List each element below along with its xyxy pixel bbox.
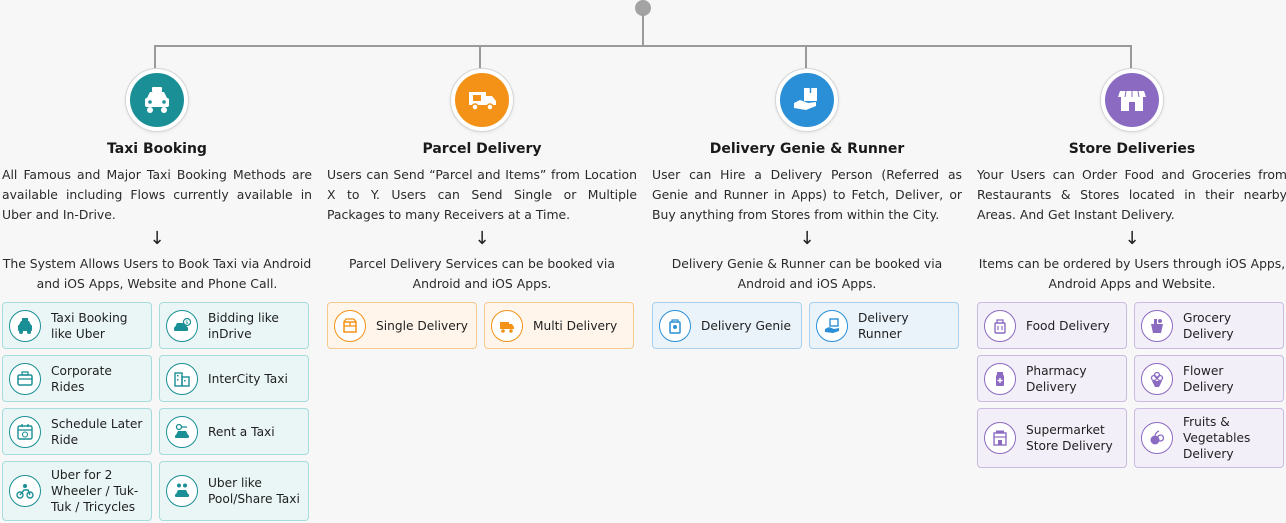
item-uber-like-pool-share-taxi[interactable]: Uber like Pool/Share Taxi [159,461,309,521]
item-schedule-later-ride[interactable]: Schedule Later Ride [2,408,152,455]
hand-package-icon [780,73,834,127]
item-flower-delivery[interactable]: Flower Delivery [1134,355,1284,402]
svg-text:$: $ [185,320,188,326]
column-taxi-booking: Taxi Booking All Famous and Major Taxi B… [2,0,312,523]
item-bidding-like-indrive[interactable]: $ Bidding like inDrive [159,302,309,349]
item-label: InterCity Taxi [208,371,288,386]
storefront-icon [1105,73,1159,127]
parcel-delivery-badge [450,68,514,132]
column-description: Users can Send “Parcel and Items” from L… [327,167,637,222]
item-supermarket-store-delivery[interactable]: Supermarket Store Delivery [977,408,1127,468]
food-icon [984,309,1016,342]
item-label: Multi Delivery [533,318,618,333]
item-delivery-genie[interactable]: Delivery Genie [652,302,802,349]
item-label: Supermarket Store Delivery [1026,423,1113,453]
genie-bag-icon [659,309,691,342]
item-rent-a-taxi[interactable]: Rent a Taxi [159,408,309,455]
delivery-truck-icon [455,73,509,127]
delivery-genie-badge [775,68,839,132]
item-label: Grocery Delivery [1183,310,1234,341]
fruits-icon [1141,422,1173,454]
pharmacy-icon [984,362,1016,395]
down-arrow-icon: ↓ [1124,228,1140,249]
item-grocery-delivery[interactable]: Grocery Delivery [1134,302,1284,349]
column-store-deliveries: Store Deliveries Your Users can Order Fo… [977,0,1286,523]
item-pharmacy-delivery[interactable]: Pharmacy Delivery [977,355,1127,402]
column-title: Delivery Genie & Runner [709,141,905,157]
down-arrow-icon: ↓ [149,228,165,249]
column-note: The System Allows Users to Book Taxi via… [2,256,312,291]
tree-branch-line [805,45,807,75]
store-deliveries-badge [1100,68,1164,132]
rent-taxi-icon [166,415,198,448]
down-arrow-icon: ↓ [799,228,815,249]
item-uber-for-2-wheeler[interactable]: Uber for 2 Wheeler / Tuk-Tuk / Tricycles [2,461,152,521]
briefcase-icon [9,362,41,395]
tree-branch-line [479,45,481,75]
column-description: All Famous and Major Taxi Booking Method… [2,167,312,222]
item-intercity-taxi[interactable]: InterCity Taxi [159,355,309,402]
item-corporate-rides[interactable]: Corporate Rides [2,355,152,402]
down-arrow-icon: ↓ [474,228,490,249]
column-note: Items can be ordered by Users through iO… [978,256,1286,291]
tree-branch-line [1130,45,1132,75]
item-label: Taxi Booking like Uber [51,310,128,341]
taxi-booking-badge [125,68,189,132]
pool-car-icon [166,475,198,507]
item-delivery-runner[interactable]: Delivery Runner [809,302,959,349]
item-label: Flower Delivery [1183,363,1234,394]
runner-package-icon [816,309,848,342]
item-label: Uber like Pool/Share Taxi [208,476,300,506]
tree-root-dot [635,0,651,16]
item-label: Delivery Runner [858,310,909,341]
item-label: Delivery Genie [701,318,792,333]
column-description: User can Hire a Delivery Person (Referre… [652,167,962,222]
tree-stem-line [642,14,644,46]
item-label: Schedule Later Ride [51,416,143,447]
motorbike-icon [9,475,41,507]
column-title: Taxi Booking [107,141,207,157]
item-fruits-vegetables-delivery[interactable]: Fruits & Vegetables Delivery [1134,408,1284,468]
item-label: Corporate Rides [51,363,112,394]
buildings-icon [166,362,198,395]
tree-horizontal-line [154,45,1132,47]
truck-icon [491,309,523,342]
item-label: Rent a Taxi [208,424,275,439]
item-label: Pharmacy Delivery [1026,363,1087,394]
column-delivery-genie-runner: Delivery Genie & Runner User can Hire a … [652,0,962,523]
column-note: Delivery Genie & Runner can be booked vi… [671,256,943,291]
item-food-delivery[interactable]: Food Delivery [977,302,1127,349]
grocery-icon [1141,309,1173,342]
supermarket-icon [984,422,1016,454]
column-title: Store Deliveries [1068,141,1196,157]
bidding-car-icon: $ [166,309,198,342]
item-label: Bidding like inDrive [208,310,279,341]
item-label: Fruits & Vegetables Delivery [1183,415,1251,461]
item-taxi-booking-like-uber[interactable]: Taxi Booking like Uber [2,302,152,349]
tree-branch-line [154,45,156,75]
flower-icon [1141,362,1173,395]
parcel-icon [334,309,366,342]
column-parcel-delivery: Parcel Delivery Users can Send “Parcel a… [327,0,637,523]
taxi-icon [9,309,41,342]
item-label: Uber for 2 Wheeler / Tuk-Tuk / Tricycles [51,468,139,514]
calendar-icon [9,415,41,448]
item-label: Single Delivery [376,318,468,333]
item-label: Food Delivery [1026,318,1110,333]
column-note: Parcel Delivery Services can be booked v… [349,256,615,291]
column-title: Parcel Delivery [422,141,542,157]
taxi-icon [130,73,184,127]
column-description: Your Users can Order Food and Groceries … [977,167,1286,222]
item-single-delivery[interactable]: Single Delivery [327,302,477,349]
item-multi-delivery[interactable]: Multi Delivery [484,302,634,349]
